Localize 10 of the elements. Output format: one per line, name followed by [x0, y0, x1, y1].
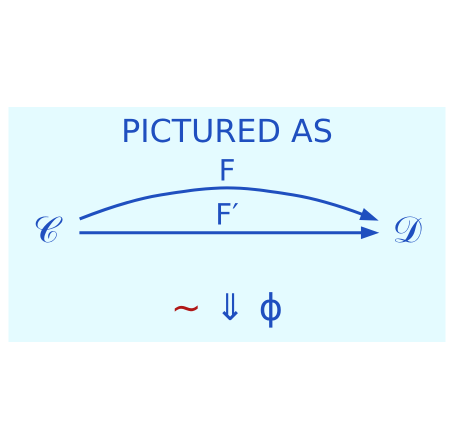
label: ϕ	[258, 286, 283, 329]
node-text: 𝒟	[392, 207, 423, 250]
label: ~	[170, 286, 202, 329]
arrow	[79, 226, 380, 239]
arrow	[79, 186, 379, 220]
label: ⇓	[214, 286, 246, 329]
node-text: 𝒞	[32, 207, 60, 250]
diagram-title: PICTURED AS	[121, 114, 333, 150]
edge-label: F	[218, 152, 236, 187]
edge-label: F′	[215, 196, 239, 231]
